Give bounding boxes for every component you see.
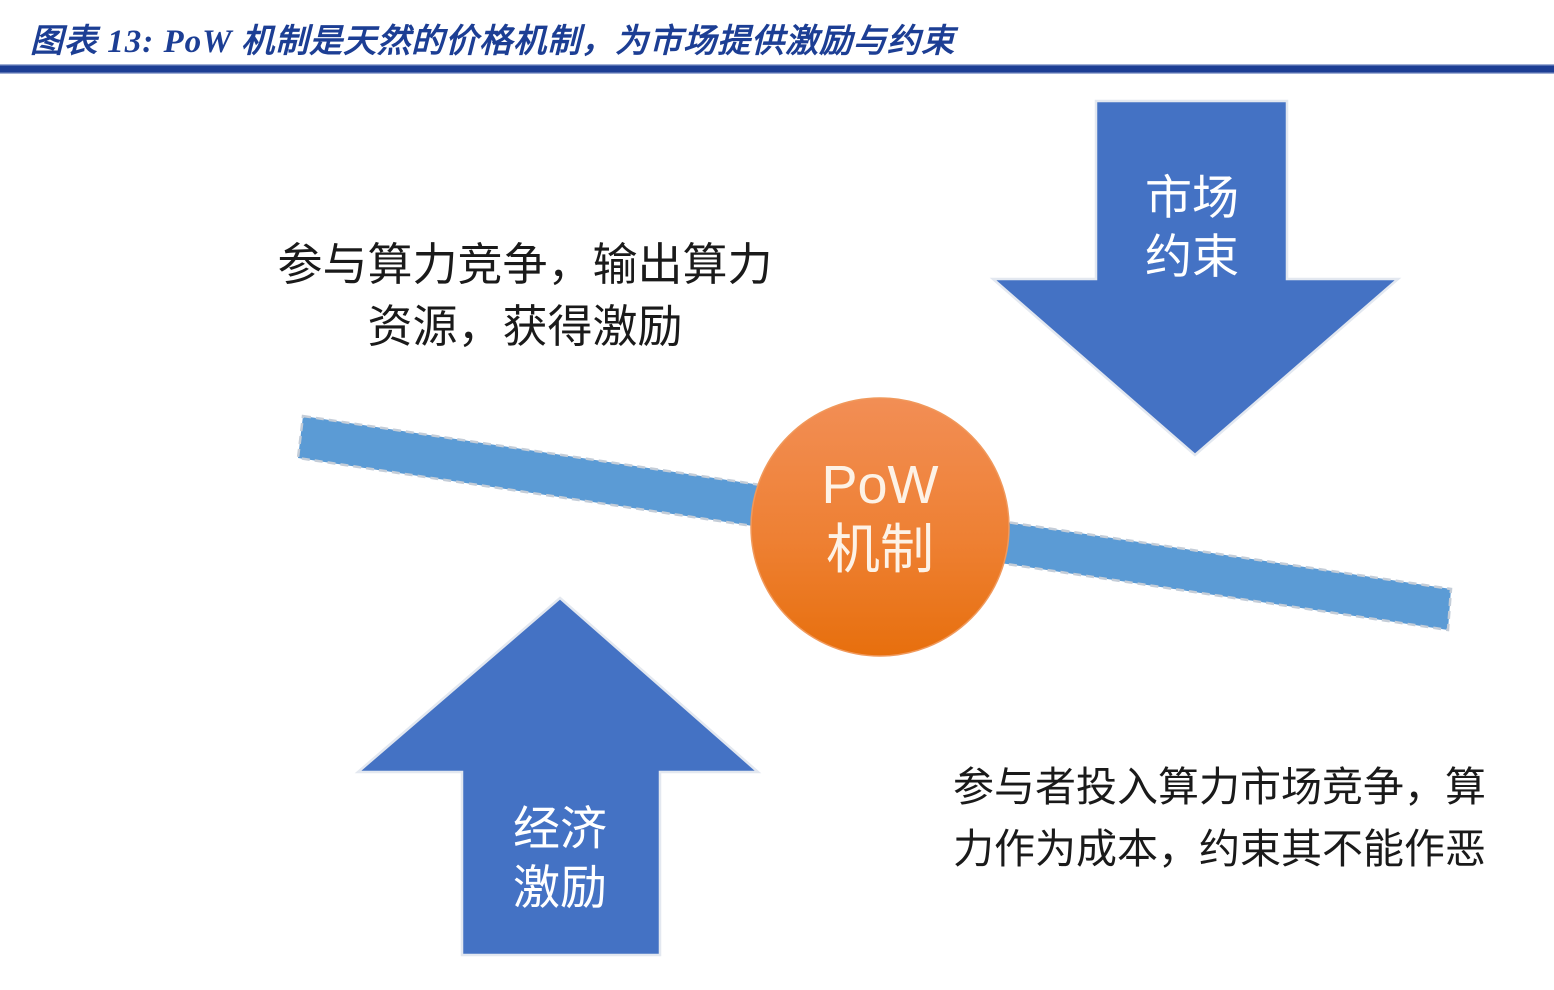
constraint-note-line2: 力作为成本，约束其不能作恶 — [953, 826, 1486, 872]
economic-incentive-label-line1: 经济 — [513, 802, 607, 855]
market-constraint-label-line2: 约束 — [1145, 230, 1239, 283]
incentive-note-line2: 资源，获得激励 — [367, 301, 683, 352]
figure-title: 图表 13: PoW 机制是天然的价格机制，为市场提供激励与约束 — [30, 24, 956, 60]
incentive-note: 参与算力竞争，输出算力 资源，获得激励 — [210, 234, 840, 358]
market-constraint-label-line1: 市场 — [1145, 171, 1239, 224]
title-divider — [0, 64, 1554, 74]
market-constraint-arrow-shape — [989, 99, 1402, 457]
pow-circle-label: PoW 机制 — [780, 453, 980, 583]
economic-incentive-arrow-shape — [354, 596, 762, 957]
economic-incentive-label: 经济 激励 — [460, 799, 660, 917]
pow-circle — [750, 397, 1010, 657]
pow-circle-label-line2: 机制 — [826, 520, 934, 580]
constraint-note: 参与者投入算力市场竞争，算 力作为成本，约束其不能作恶 — [953, 756, 1553, 880]
constraint-note-line1: 参与者投入算力市场竞争，算 — [953, 764, 1486, 810]
pow-circle-label-line1: PoW — [821, 455, 939, 515]
incentive-note-line1: 参与算力竞争，输出算力 — [277, 239, 773, 290]
market-constraint-label: 市场 约束 — [1092, 168, 1292, 286]
economic-incentive-label-line2: 激励 — [513, 861, 607, 914]
